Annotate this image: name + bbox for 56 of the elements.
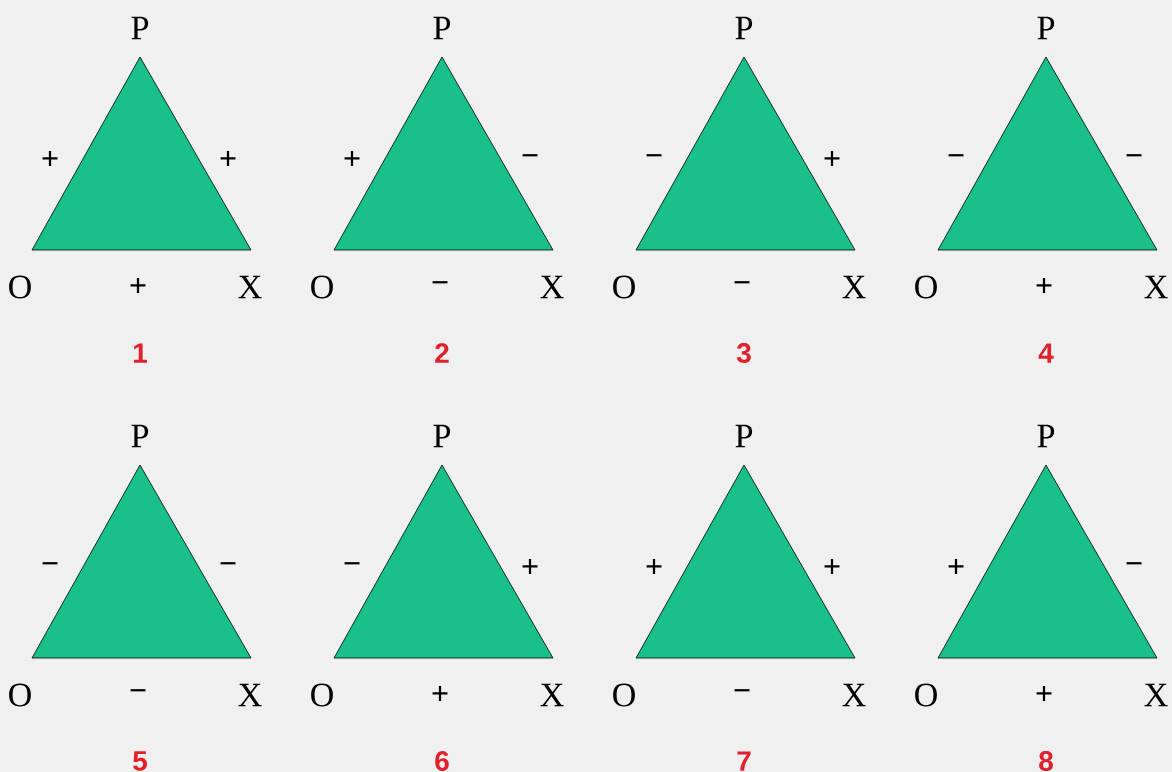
vertex-label: P <box>735 16 753 40</box>
sign-label: + <box>824 559 840 574</box>
sign-label: + <box>220 151 236 166</box>
sign-label: + <box>42 151 58 166</box>
vertex-label: X <box>540 275 564 299</box>
vertex-label: X <box>238 683 262 707</box>
figure-number: 4 <box>1038 343 1054 363</box>
figure-number: 8 <box>1039 751 1053 771</box>
vertex-label: P <box>735 424 753 448</box>
sign-label: + <box>646 559 662 574</box>
vertex-label: P <box>433 16 451 40</box>
vertex-label: P <box>1037 16 1055 40</box>
vertex-label: P <box>131 424 149 448</box>
sign-label: − <box>220 562 236 565</box>
sign-label: + <box>1036 278 1052 293</box>
sign-label: − <box>522 154 538 157</box>
vertex-label: P <box>131 16 149 40</box>
vertex-label: X <box>1144 683 1168 707</box>
vertex-label: X <box>238 275 262 299</box>
sign-label: − <box>1126 154 1142 157</box>
vertex-label: O <box>915 275 937 299</box>
sign-label: − <box>948 154 964 157</box>
sign-label: − <box>734 281 750 284</box>
sign-label: + <box>344 151 360 166</box>
vertex-label: X <box>842 683 866 707</box>
figure-number: 2 <box>435 343 449 363</box>
vertex-label: X <box>842 275 866 299</box>
sign-label: + <box>130 278 146 293</box>
vertex-label: X <box>540 683 564 707</box>
sign-label: + <box>948 559 964 574</box>
vertex-label: O <box>9 683 31 707</box>
sign-label: − <box>734 689 750 692</box>
figure-number: 5 <box>133 751 147 771</box>
vertex-label: O <box>311 683 333 707</box>
sign-label: − <box>42 562 58 565</box>
sign-label: + <box>522 559 538 574</box>
sign-label: − <box>130 689 146 692</box>
sign-label: − <box>344 562 360 565</box>
vertex-label: P <box>433 424 451 448</box>
vertex-label: O <box>613 683 635 707</box>
sign-label: + <box>1036 686 1052 701</box>
figure-number: 6 <box>435 751 449 771</box>
vertex-label: O <box>915 683 937 707</box>
figure-number: 7 <box>737 751 751 771</box>
sign-label: + <box>824 151 840 166</box>
vertex-label: O <box>311 275 333 299</box>
vertex-label: O <box>613 275 635 299</box>
sign-label: − <box>432 281 448 284</box>
sign-label: − <box>646 154 662 157</box>
figure-number: 3 <box>736 343 751 363</box>
sign-label: + <box>432 686 448 701</box>
figure-number: 1 <box>134 343 147 363</box>
vertex-label: P <box>1037 424 1055 448</box>
sign-label: − <box>1126 562 1142 565</box>
vertex-label: X <box>1144 275 1168 299</box>
vertex-label: O <box>9 275 31 299</box>
